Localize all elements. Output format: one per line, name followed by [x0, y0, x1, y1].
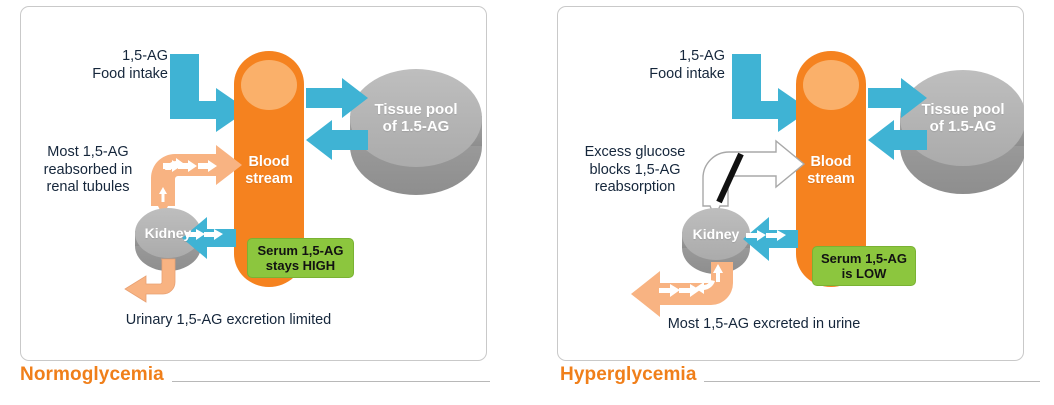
- flow-arrow-from-tissue: [306, 120, 368, 160]
- flow-arrow-filtration: [182, 217, 236, 259]
- block-slash-icon: [716, 152, 744, 204]
- status-badge-serum: Serum 1,5-AG stays HIGH: [247, 238, 354, 278]
- panel-title-normoglycemia: Normoglycemia: [20, 364, 172, 386]
- flow-arrow-intake: [732, 54, 810, 132]
- hyperglycemia-diagram-canvas: [631, 51, 1024, 317]
- label-blocked-reabsorption: Excess glucose blocks 1,5-AG reabsorptio…: [584, 144, 686, 195]
- panel-hyperglycemia: Blood stream Tissue pool of 1.5-AG Kidne…: [557, 6, 1024, 361]
- flow-arrow-reabsorption-blocked: [702, 139, 806, 219]
- shape-tissue-pool: [350, 69, 482, 195]
- status-badge-serum: Serum 1,5-AG is LOW: [812, 246, 916, 286]
- shape-kidney: [682, 208, 750, 274]
- flow-arrow-urine: [124, 258, 176, 303]
- label-reabsorption: Most 1,5-AG reabsorbed in renal tubules: [43, 144, 133, 195]
- flow-arrow-urine: [631, 262, 733, 317]
- normoglycemia-diagram-canvas: [124, 51, 482, 303]
- tissue-pool-label: Tissue pool of 1.5-AG: [374, 101, 458, 135]
- tissue-pool-label: Tissue pool of 1.5-AG: [921, 101, 1005, 135]
- label-excretion: Urinary 1,5-AG excretion limited: [125, 312, 332, 328]
- kidney-label: Kidney: [144, 225, 192, 241]
- label-food-intake: 1,5-AG Food intake: [649, 48, 725, 82]
- bloodstream-label: Blood stream: [807, 154, 855, 187]
- title-rule-right: [700, 381, 1040, 382]
- flow-arrow-intake: [170, 54, 248, 132]
- kidney-label: Kidney: [692, 226, 740, 242]
- title-rule-left: [160, 381, 490, 382]
- panel-title-hyperglycemia: Hyperglycemia: [560, 364, 705, 386]
- panel-normoglycemia: Blood stream Tissue pool of 1.5-AG Kidne…: [20, 6, 487, 361]
- flow-arrow-reabsorption: [151, 145, 242, 216]
- shape-bloodstream: [234, 51, 304, 287]
- label-food-intake: 1,5-AG Food intake: [92, 48, 168, 82]
- flow-arrow-to-tissue: [306, 78, 368, 118]
- flow-arrow-to-tissue: [868, 78, 927, 118]
- shape-bloodstream: [796, 51, 866, 287]
- flow-arrow-from-tissue: [868, 120, 927, 160]
- bloodstream-label: Blood stream: [245, 154, 293, 187]
- label-excretion: Most 1,5-AG excreted in urine: [667, 316, 861, 332]
- flow-arrow-filtration: [743, 217, 798, 261]
- shape-kidney: [135, 208, 201, 271]
